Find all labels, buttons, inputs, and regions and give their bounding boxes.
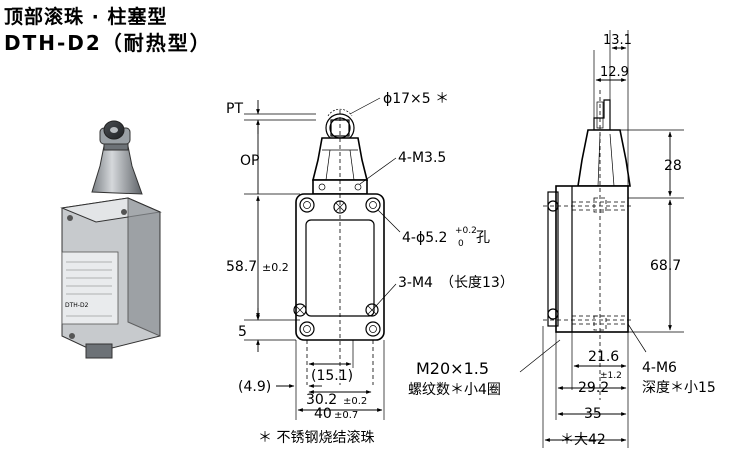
side-depth-dim: 35 — [584, 406, 602, 422]
title-line-1: 顶部滚珠 · 柱塞型 — [4, 6, 168, 28]
conduit-note: M20×1.5 螺纹数＊小4圈 — [408, 339, 561, 398]
pt-label: PT — [226, 101, 243, 117]
front-view: PT OP 58.7 ±0.2 5 ϕ17×5 ＊ 4-M3.5 4-ϕ5.2 … — [226, 91, 514, 422]
hole-tol-lower: 0 — [458, 239, 464, 249]
width-dim: 40 — [314, 406, 332, 422]
side-max-depth-dim: ＊大42 — [560, 432, 606, 448]
product-label-text: DTH-D2 — [65, 302, 89, 309]
side-body-height: 68.7 — [650, 258, 681, 274]
side-base-b-dim: 29.2 — [578, 380, 609, 396]
side-base-a-dim: 21.6 — [588, 349, 619, 365]
op-label: OP — [240, 153, 259, 169]
hole-dim: 4-ϕ5.2 — [402, 230, 447, 246]
side-m6-note: 深度＊小15 — [642, 380, 716, 396]
title-line-2: DTH-D2（耐热型） — [4, 31, 212, 55]
bottom-offset-dim: 5 — [238, 324, 247, 340]
hole-span-tol: ±0.2 — [343, 396, 367, 407]
offset-left-dim: (4.9) — [238, 379, 271, 395]
screw-top-dim: 4-M3.5 — [398, 150, 446, 166]
product-photo: DTH-D2 — [60, 120, 162, 359]
height-dim: 58.7 — [226, 259, 257, 275]
screw-side-dim: 3-M4 — [398, 275, 433, 291]
height-tol: ±0.2 — [262, 261, 289, 274]
side-base-a-tol: ±1.2 — [600, 371, 622, 381]
conduit-thread-note: 螺纹数＊小4圈 — [408, 382, 501, 398]
side-top-a-dim: 13.1 — [603, 33, 632, 48]
hole-tol-upper: +0.2 — [455, 226, 477, 236]
inner-width-dim: (15.1) — [311, 368, 353, 384]
footnote: ＊ 不锈钢烧结滚珠 — [258, 429, 374, 446]
hole-suffix: 孔 — [476, 230, 490, 246]
roller-dim: ϕ17×5 ＊ — [383, 91, 449, 107]
side-view: 13.1 12.9 28 68.7 4-M6 深度＊小15 21.6 ±1.2 … — [542, 30, 716, 448]
conduit-thread-label: M20×1.5 — [416, 359, 489, 378]
hole-span-dim: 30.2 — [306, 392, 337, 408]
screw-side-note: （长度13） — [440, 275, 514, 291]
side-top-b-dim: 12.9 — [600, 65, 629, 80]
side-m6-dim: 4-M6 — [642, 360, 677, 376]
side-head-height: 28 — [664, 158, 682, 174]
width-tol: ±0.7 — [334, 410, 358, 421]
